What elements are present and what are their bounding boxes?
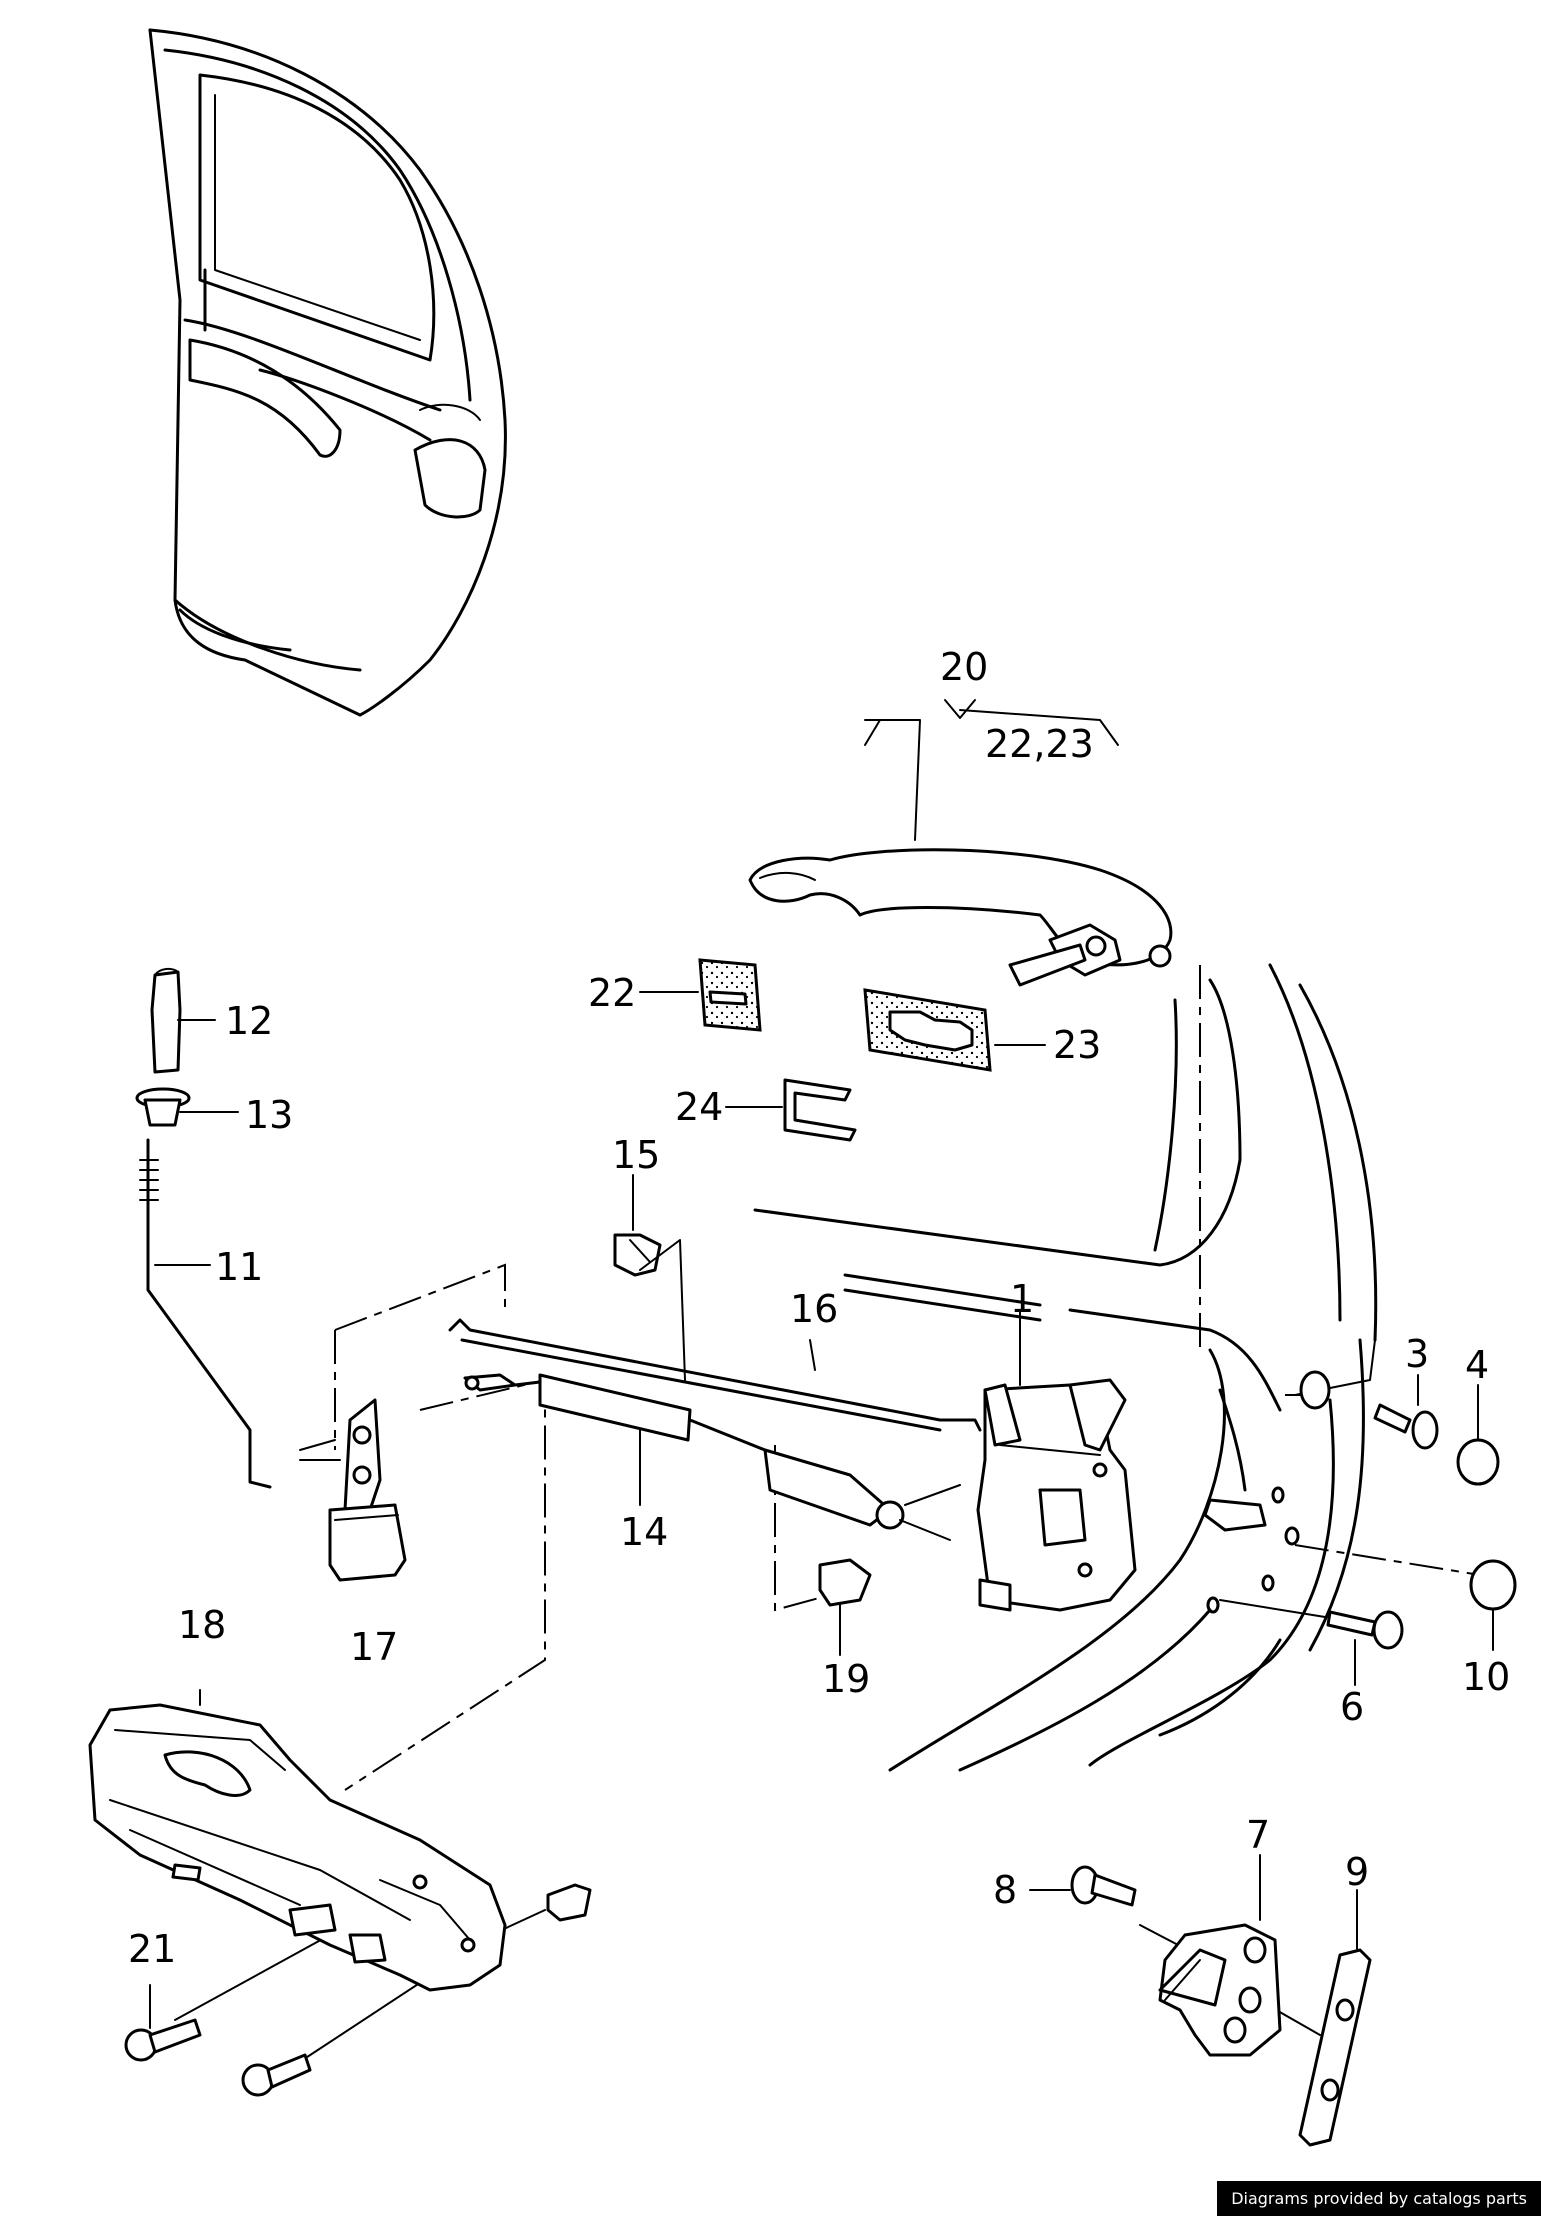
bracket-20 xyxy=(864,699,1119,841)
gasket-23 xyxy=(863,988,1046,1072)
rod-16 xyxy=(448,1318,982,1432)
screw-lower xyxy=(241,2053,312,2097)
screw-8 xyxy=(1029,1865,1137,1907)
door-lock-1 xyxy=(976,1309,1137,1612)
plate-9 xyxy=(1298,1889,1372,2147)
door-overview xyxy=(148,28,507,717)
callout-18: 18 xyxy=(178,1603,226,1647)
callout-23: 23 xyxy=(1053,1023,1101,1067)
callout-17: 17 xyxy=(350,1625,398,1669)
screw-3 xyxy=(1373,1374,1439,1450)
lock-knob-rod xyxy=(135,967,272,1489)
cap-10 xyxy=(1469,1559,1517,1651)
callout-20: 20 xyxy=(940,645,988,689)
callout-14: 14 xyxy=(620,1510,668,1554)
callout-12: 12 xyxy=(225,999,273,1043)
callout-16: 16 xyxy=(790,1287,838,1331)
inner-door-handle-18 xyxy=(88,1689,507,1992)
outer-door-handle xyxy=(748,848,1173,987)
callout-15: 15 xyxy=(612,1133,660,1177)
callout-4: 4 xyxy=(1465,1343,1489,1387)
bowden-cable-14 xyxy=(463,1373,961,1541)
door-body-outline xyxy=(753,963,1378,1772)
seal-pad-22 xyxy=(639,958,762,1032)
clip-24 xyxy=(725,1078,857,1142)
callout-1: 1 xyxy=(1010,1277,1034,1321)
credit-badge: Diagrams provided by catalogs parts xyxy=(1217,2181,1541,2216)
callout-21: 21 xyxy=(128,1927,176,1971)
striker-7 xyxy=(1158,1854,1282,2057)
callout-8: 8 xyxy=(993,1868,1017,1912)
clip-19 xyxy=(818,1558,872,1656)
callout-3: 3 xyxy=(1405,1332,1429,1376)
clip-15 xyxy=(613,1174,686,1381)
lock-button-actuator-17 xyxy=(299,1398,407,1582)
callout-9: 9 xyxy=(1345,1850,1369,1894)
callout-6: 6 xyxy=(1340,1685,1364,1729)
screw-6 xyxy=(1326,1610,1404,1686)
callout-7: 7 xyxy=(1246,1813,1270,1857)
callout-11: 11 xyxy=(215,1245,263,1289)
cap-4 xyxy=(1456,1384,1500,1486)
callout-10: 10 xyxy=(1462,1655,1510,1699)
callout-24: 24 xyxy=(675,1085,723,1129)
callout-13: 13 xyxy=(245,1093,293,1137)
callout-19: 19 xyxy=(822,1657,870,1701)
clip-handle xyxy=(546,1883,592,1922)
callout-22: 22 xyxy=(588,971,636,1015)
screw-21 xyxy=(124,1984,202,2062)
callout-22-23: 22,23 xyxy=(985,722,1094,766)
callout-labels: 20 22,23 22 23 24 12 13 11 15 16 1 3 4 1… xyxy=(128,645,1510,1971)
